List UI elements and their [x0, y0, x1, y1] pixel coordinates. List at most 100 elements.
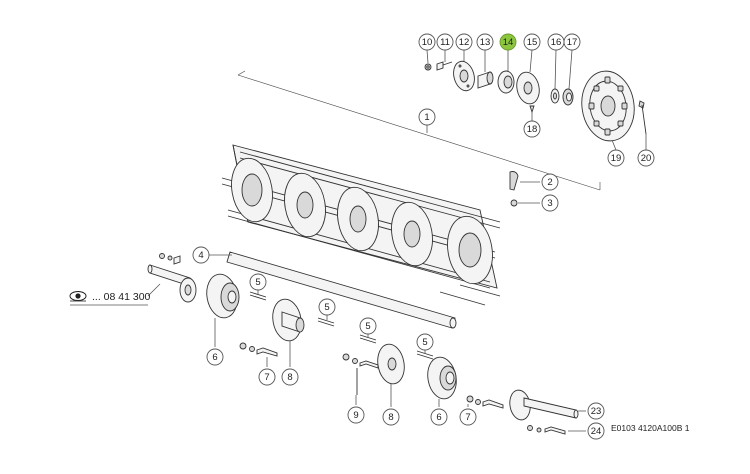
image-code: E0103 4120A100B 1 [611, 423, 690, 433]
callout-number: 1 [424, 112, 429, 123]
callout-circle [587, 402, 605, 420]
callout-5[interactable]: 5 [318, 298, 336, 316]
callout-circle [499, 33, 517, 51]
bushing-13 [477, 71, 494, 89]
callout-16[interactable]: 16 [547, 33, 565, 51]
callout-circle [192, 246, 210, 264]
pin-5-a [249, 290, 267, 301]
callout-24[interactable]: 24 [587, 422, 605, 440]
shaft-4 [209, 251, 457, 329]
callout-17[interactable]: 17 [563, 33, 581, 51]
callout-number: 4 [198, 250, 203, 261]
callout-circle [637, 149, 655, 167]
callout-circle [418, 33, 436, 51]
callout-13[interactable]: 13 [476, 33, 494, 51]
tine-2 [509, 171, 540, 191]
reel-drum [221, 144, 501, 306]
callout-circle [607, 149, 625, 167]
callout-2[interactable]: 2 [541, 173, 559, 191]
callout-number: 11 [440, 37, 450, 48]
bearing-14 [497, 70, 515, 94]
bolt-9 [342, 353, 379, 405]
callout-circle [459, 408, 477, 426]
stub-shaft-23 [509, 389, 586, 421]
callout-5[interactable]: 5 [359, 317, 377, 335]
disc-19 [581, 70, 635, 142]
callout-7[interactable]: 7 [258, 368, 276, 386]
callout-number: 2 [547, 177, 552, 188]
nut-3 [510, 199, 540, 207]
callout-circle [436, 33, 454, 51]
callout-circle [455, 33, 473, 51]
housing-15 [516, 71, 540, 114]
callout-number: 24 [591, 426, 602, 437]
callout-number: 12 [459, 37, 470, 48]
callout-circle [416, 333, 434, 351]
pin-5-d [416, 350, 434, 360]
flange-12 [453, 60, 475, 92]
callout-circle [476, 33, 494, 51]
washer-16 [550, 88, 560, 104]
callout-15[interactable]: 15 [523, 33, 541, 51]
callout-number: 15 [527, 37, 538, 48]
callout-number: 5 [255, 277, 260, 288]
callout-circle [523, 33, 541, 51]
callout-circle [418, 108, 436, 126]
bolt-7-left [239, 342, 278, 367]
callout-circle [206, 348, 224, 366]
callout-number: 3 [547, 198, 552, 209]
bolt-24 [527, 425, 586, 435]
callout-9[interactable]: 9 [347, 406, 365, 424]
callout-10[interactable]: 10 [418, 33, 436, 51]
callout-11[interactable]: 11 [436, 33, 454, 51]
callout-7[interactable]: 7 [459, 408, 477, 426]
callout-number: 19 [611, 153, 622, 164]
callout-14[interactable]: 14 [499, 33, 517, 51]
callout-number: 6 [436, 412, 441, 423]
callout-12[interactable]: 12 [455, 33, 473, 51]
callout-number: 8 [287, 372, 292, 383]
callout-6[interactable]: 6 [430, 408, 448, 426]
callout-circle [347, 406, 365, 424]
callout-number: 7 [465, 412, 470, 423]
callout-3[interactable]: 3 [541, 194, 559, 212]
callout-18[interactable]: 18 [523, 120, 541, 138]
callout-4[interactable]: 4 [192, 246, 210, 264]
callout-19[interactable]: 19 [607, 149, 625, 167]
callout-23[interactable]: 23 [587, 402, 605, 420]
bolt-11 [436, 61, 453, 71]
top-leaders [426, 49, 647, 151]
callout-circle [281, 368, 299, 386]
callout-circle [523, 120, 541, 138]
flange-8-center [377, 343, 405, 407]
callout-circle [382, 408, 400, 426]
callout-circle [359, 317, 377, 335]
callout-number: 8 [388, 412, 393, 423]
callout-8[interactable]: 8 [281, 368, 299, 386]
callout-5[interactable]: 5 [249, 273, 267, 291]
callout-number: 5 [324, 302, 329, 313]
callout-number: 7 [264, 372, 269, 383]
nut-17 [562, 88, 574, 106]
callout-circle [249, 273, 267, 291]
reference-marker: ... 08 41 300 [69, 291, 151, 306]
callout-circle [541, 194, 559, 212]
callout-1[interactable]: 1 [418, 108, 436, 126]
pin-5-c [359, 334, 377, 344]
bolt-10 [424, 63, 432, 71]
callout-5[interactable]: 5 [416, 333, 434, 351]
reference-text: ... 08 41 300 [92, 291, 151, 303]
callout-number: 16 [551, 37, 562, 48]
callout-number: 5 [422, 337, 427, 348]
callout-6[interactable]: 6 [206, 348, 224, 366]
callout-20[interactable]: 20 [637, 149, 655, 167]
callout-8[interactable]: 8 [382, 408, 400, 426]
hub-6-left [206, 273, 240, 347]
eye-icon [69, 291, 87, 302]
callout-circle [258, 368, 276, 386]
callout-number: 20 [641, 153, 652, 164]
callout-number: 9 [353, 410, 358, 421]
callout-number: 18 [527, 124, 538, 135]
callout-number: 17 [567, 37, 578, 48]
